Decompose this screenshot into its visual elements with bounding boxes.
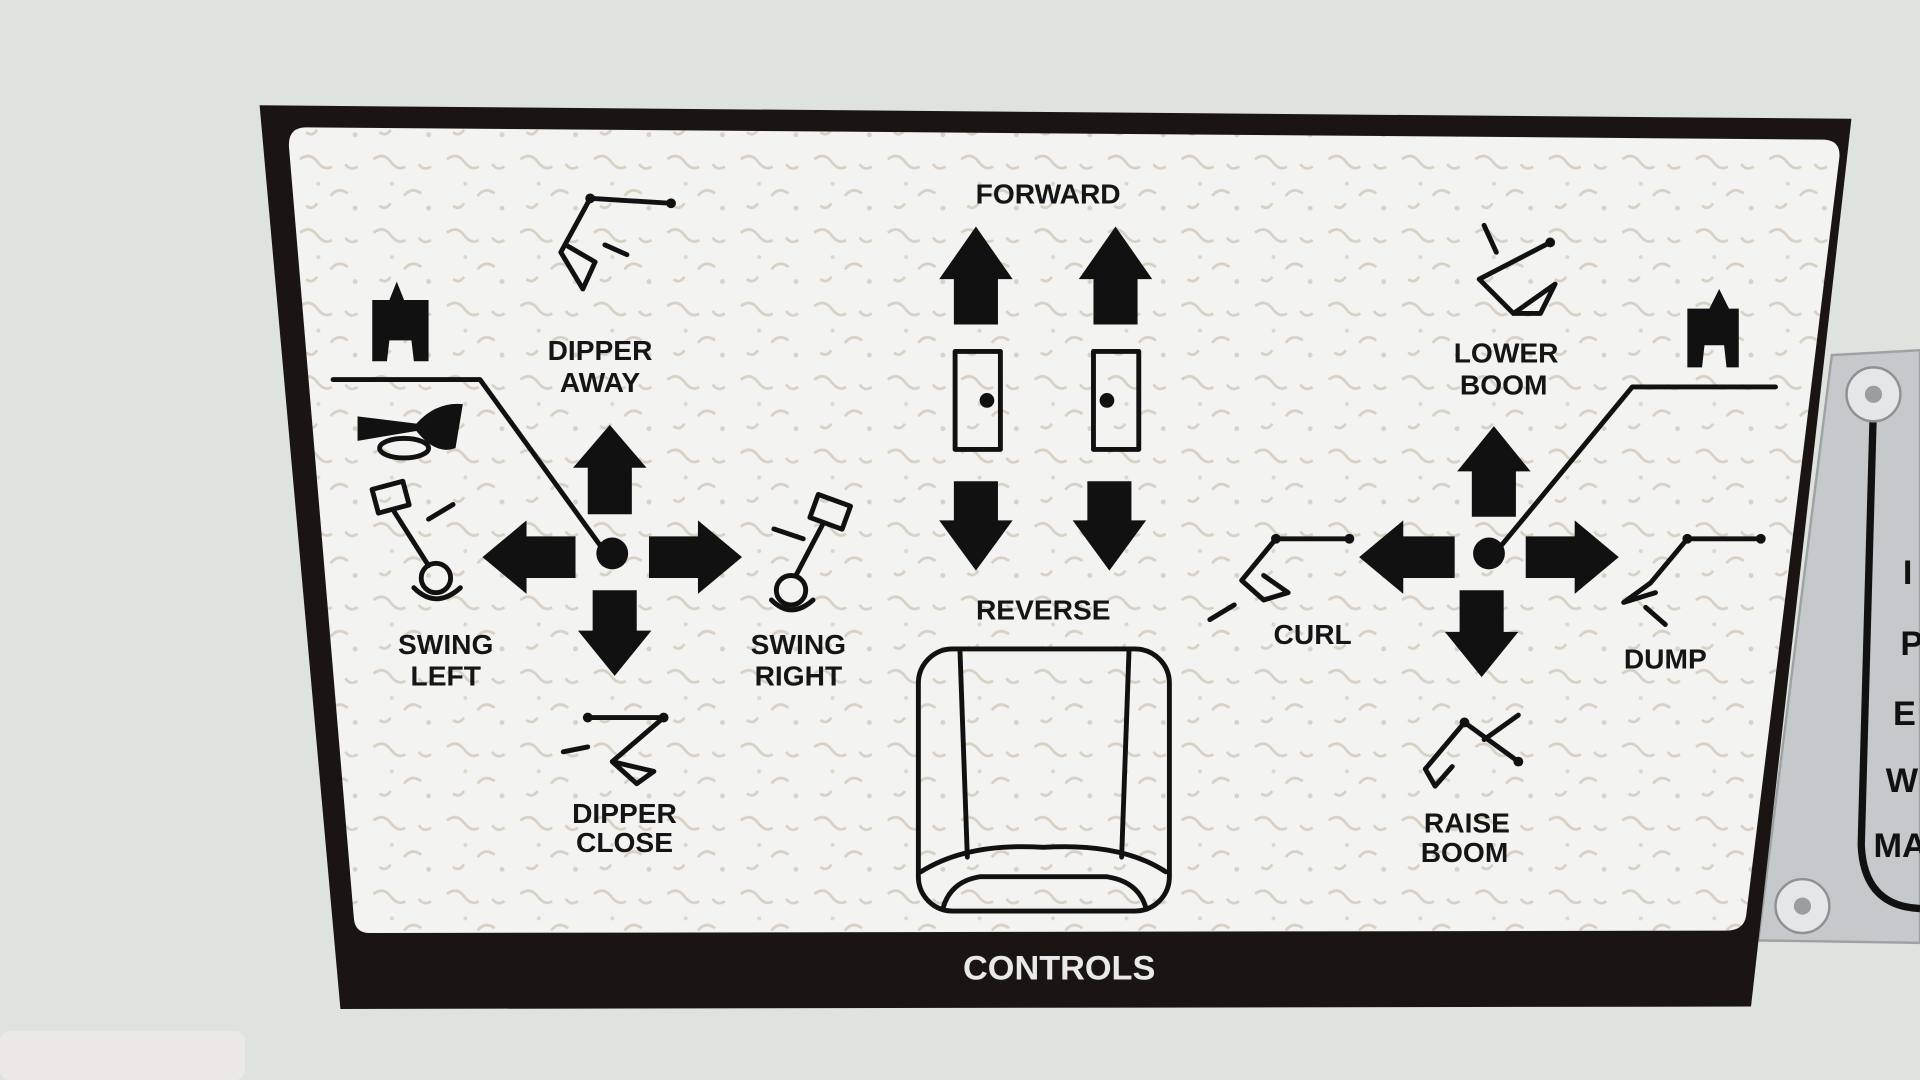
gripper-icon [372, 281, 429, 362]
label-dipper-close: DIPPER [572, 798, 677, 829]
arrow-left-icon [482, 520, 576, 594]
label-swing-right: RIGHT [755, 661, 843, 692]
plate-text: W [1886, 762, 1919, 800]
arrow-up-icon [939, 226, 1013, 325]
swing-left-icon [369, 478, 463, 602]
left-track-lever-icon [952, 348, 1003, 452]
dipper-close-icon [560, 712, 669, 787]
label-lower-boom: BOOM [1460, 369, 1548, 400]
swing-right-icon [768, 492, 853, 613]
dipper-away-icon [558, 193, 676, 292]
arrow-right-icon [648, 520, 743, 594]
label-dipper-away: AWAY [560, 367, 641, 398]
left-joystick-diagram: DIPPER AWAY SWING LEFT SWING RIGHT DIPPE… [330, 193, 853, 858]
plate-text: MA [1873, 827, 1920, 865]
right-joystick-diagram: LOWER BOOM CURL DUMP RAISE BOOM [1207, 222, 1778, 868]
label-curl: CURL [1274, 619, 1352, 650]
label-raise-boom: BOOM [1421, 837, 1509, 868]
arrow-down-icon [577, 590, 652, 676]
arrow-up-icon [1457, 426, 1531, 517]
joystick-pivot-icon [1473, 537, 1505, 570]
arrow-down-icon [1072, 481, 1147, 571]
label-swing-left: SWING [398, 629, 493, 660]
label-dipper-away: DIPPER [548, 335, 653, 366]
label-swing-right: SWING [751, 629, 846, 660]
joystick-pivot-icon [596, 537, 629, 570]
label-dump: DUMP [1624, 644, 1707, 675]
plate-text: P [1900, 625, 1920, 663]
arrow-left-icon [1359, 520, 1455, 594]
label-reverse: REVERSE [976, 595, 1111, 626]
label-raise-boom: RAISE [1424, 808, 1510, 839]
label-lower-boom: LOWER [1454, 337, 1559, 368]
adjacent-sticker [0, 1031, 245, 1080]
label-forward: FORWARD [976, 178, 1121, 209]
horn-icon [357, 403, 463, 450]
right-track-lever-icon [1091, 348, 1142, 452]
dump-icon [1621, 533, 1766, 627]
lower-boom-icon [1476, 222, 1558, 316]
operator-seat-icon [915, 646, 1172, 914]
decal-title: CONTROLS [963, 950, 1155, 988]
arrow-down-icon [939, 481, 1013, 571]
decal-face [288, 127, 1840, 934]
arrow-up-icon [1078, 226, 1153, 325]
side-metal-plate: I P E W MA [1756, 348, 1920, 945]
gripper-icon [1687, 288, 1739, 368]
raise-boom-icon [1422, 712, 1524, 789]
arrow-right-icon [1525, 520, 1619, 594]
arrow-down-icon [1444, 590, 1519, 678]
plate-text: E [1893, 695, 1916, 733]
curl-icon [1207, 533, 1355, 623]
label-dipper-close: CLOSE [576, 827, 673, 858]
label-swing-left: LEFT [411, 661, 481, 692]
travel-controls-diagram: FORWARD REVERSE [915, 178, 1172, 914]
plate-text: I [1903, 554, 1913, 592]
arrow-up-icon [573, 424, 647, 515]
